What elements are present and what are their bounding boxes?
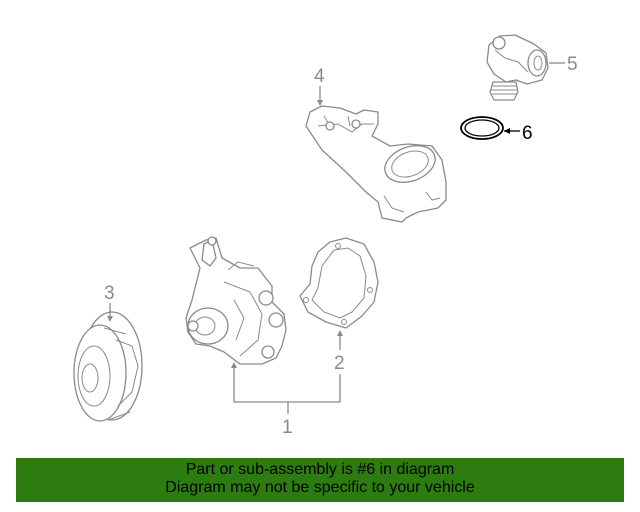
- info-banner: Part or sub-assembly is #6 in diagram Di…: [16, 458, 624, 502]
- arrowhead-2: [337, 330, 343, 336]
- arrowhead-6: [504, 128, 510, 134]
- callout-3[interactable]: 3: [104, 283, 115, 304]
- part-5-thermostat-housing[interactable]: [486, 34, 549, 101]
- banner-line-2: Diagram may not be specific to your vehi…: [165, 479, 475, 496]
- leader-1-bracket: [233, 366, 341, 403]
- part-3-pulley[interactable]: [73, 311, 143, 422]
- callout-1[interactable]: 1: [282, 417, 293, 438]
- part-1-water-pump[interactable]: [185, 236, 287, 365]
- part-6-seal-ring[interactable]: [460, 116, 504, 140]
- banner-line-1: Part or sub-assembly is #6 in diagram: [185, 461, 455, 478]
- parts-diagram: 5 6 4: [73, 34, 578, 438]
- callout-5[interactable]: 5: [567, 54, 578, 75]
- arrowhead-4: [317, 100, 323, 106]
- part-4-water-outlet-pipe[interactable]: [305, 105, 447, 223]
- callout-6[interactable]: 6: [522, 123, 533, 144]
- callout-2[interactable]: 2: [334, 353, 345, 374]
- part-2-gasket[interactable]: [299, 237, 379, 329]
- callout-4[interactable]: 4: [314, 66, 325, 87]
- arrowhead-1: [231, 362, 237, 368]
- arrowhead-3: [107, 316, 113, 322]
